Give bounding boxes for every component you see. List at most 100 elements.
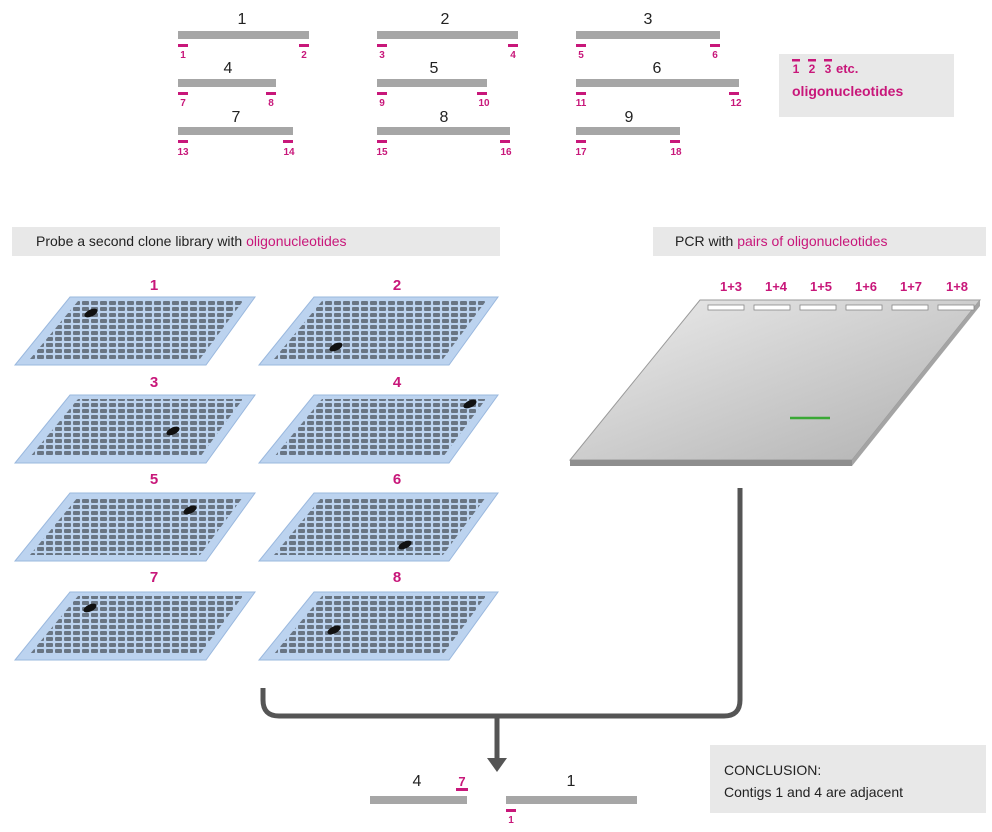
oligo-marker [729, 92, 739, 95]
oligo-label: 2 [301, 50, 307, 61]
hybridization-spot [398, 540, 412, 550]
plate-wells [274, 596, 486, 654]
lane-label: 1+8 [946, 279, 968, 294]
contig-label: 9 [625, 109, 634, 126]
legend-background [779, 54, 954, 117]
probe-title-highlight: oligonucleotides [246, 233, 346, 249]
oligo-label: 12 [730, 98, 742, 109]
oligo-marker [477, 92, 487, 95]
oligo-label: 18 [670, 147, 682, 158]
oligo-label: 11 [576, 98, 587, 109]
hybridization-spot [463, 399, 477, 409]
contig-label: 1 [238, 11, 247, 28]
oligo-label: 7 [180, 98, 186, 109]
oligo-marker [500, 140, 510, 143]
gel-well [799, 304, 837, 311]
hybridization-plate: 7 [13, 569, 256, 661]
legend-number: 2 [809, 62, 816, 76]
gel-well [845, 304, 883, 311]
hybridization-spot [84, 308, 98, 318]
contig-8: 8 15 16 [376, 109, 512, 158]
oligo-label: 14 [283, 147, 295, 158]
hybridization-plate: 8 [257, 569, 499, 661]
hybridization-plate: 5 [13, 471, 256, 562]
result-right-label: 1 [567, 773, 576, 790]
oligo-label: 10 [478, 98, 490, 109]
result-right-oligo: 1 [508, 815, 514, 826]
oligo-marker [710, 44, 720, 47]
plate-number: 1 [150, 277, 158, 294]
result-contigs: 4 7 1 1 [370, 773, 637, 826]
hybridization-plate: 6 [257, 471, 499, 562]
contig-bar [576, 127, 680, 135]
hybridization-plate: 1 [13, 277, 256, 366]
gel-well [753, 304, 791, 311]
oligo-marker [377, 92, 387, 95]
conclusion-background [710, 745, 986, 813]
contig-7: 7 13 14 [177, 109, 295, 158]
oligo-marker [670, 140, 680, 143]
contig-2: 2 3 4 [377, 11, 518, 61]
plate-wells [274, 301, 486, 359]
contig-3: 3 5 6 [576, 11, 720, 61]
gel-side [852, 300, 980, 466]
contig-bar [576, 79, 739, 87]
contig-bar [178, 127, 293, 135]
plate-number: 2 [393, 277, 401, 294]
pcr-title-highlight: pairs of oligonucleotides [737, 233, 887, 249]
hybridization-plate: 3 [13, 374, 256, 464]
gel-edge [570, 460, 852, 466]
contig-label: 2 [441, 11, 450, 28]
flow-connector [260, 488, 743, 772]
gel-well [707, 304, 745, 311]
hybridization-spot [329, 342, 343, 352]
oligo-marker [178, 140, 188, 143]
contig-bar [377, 31, 518, 39]
oligo-marker [808, 59, 816, 62]
oligo-marker [506, 809, 516, 812]
legend-number: 1 [793, 62, 800, 76]
contig-bar [377, 79, 487, 87]
conclusion-box: CONCLUSION: Contigs 1 and 4 are adjacent [710, 745, 986, 813]
oligo-marker [576, 92, 586, 95]
oligo-label: 3 [379, 50, 385, 61]
hybridization-plate: 2 [257, 277, 499, 366]
legend-etc: etc. [836, 61, 858, 76]
oligo-label: 9 [379, 98, 385, 109]
arrow-head [487, 758, 507, 772]
oligo-marker [792, 59, 800, 62]
lane-label: 1+5 [810, 279, 832, 294]
oligo-marker [178, 92, 188, 95]
connector-line [260, 488, 743, 719]
pcr-panel: PCR with pairs of oligonucleotides 1+3 1… [568, 227, 986, 466]
result-right-bar [506, 796, 637, 804]
oligo-label: 5 [578, 50, 584, 61]
contig-1: 1 1 2 [178, 11, 309, 61]
oligo-marker [824, 59, 832, 62]
contig-label: 7 [232, 109, 241, 126]
plate-wells [30, 596, 243, 654]
result-left-oligo: 7 [458, 774, 465, 789]
plate-wells [274, 399, 486, 457]
plate-wells [30, 301, 243, 359]
pcr-title-prefix: PCR with [675, 233, 737, 249]
lane-label: 1+7 [900, 279, 922, 294]
contig-5: 5 9 10 [377, 60, 490, 109]
result-left-label: 4 [413, 773, 422, 790]
hybridization-plate: 4 [257, 374, 499, 464]
oligo-marker [178, 44, 188, 47]
plate-number: 6 [393, 471, 401, 488]
contig-label: 8 [440, 109, 449, 126]
contig-label: 3 [644, 11, 653, 28]
oligo-label: 6 [712, 50, 718, 61]
contig-bar [377, 127, 510, 135]
hybridization-spot [83, 603, 97, 613]
plate-number: 5 [150, 471, 158, 488]
lane-label: 1+4 [765, 279, 788, 294]
gel-slab [568, 299, 982, 466]
hybridization-spot [183, 505, 197, 515]
probe-panel-header [12, 227, 500, 256]
plate-number: 8 [393, 569, 401, 586]
probe-panel: Probe a second clone library with oligon… [12, 227, 500, 661]
